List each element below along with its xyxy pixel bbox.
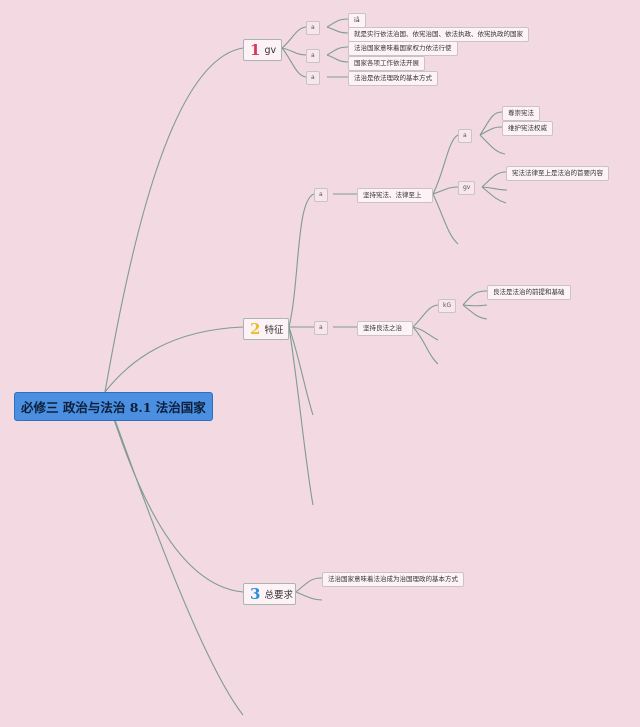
branch-1-label: gv: [264, 44, 277, 56]
b2-c1-g1-item-2[interactable]: 维护宪法权威: [502, 121, 553, 136]
edge-g2-e1: [481, 186, 508, 191]
branch-2-node[interactable]: 2 特征: [243, 318, 289, 340]
b1-c2-item-2[interactable]: 国家各项工作依法开展: [348, 56, 425, 71]
edge-t2-l1: [326, 46, 349, 56]
edge-root-b3: [104, 391, 244, 593]
b1-tag-3[interactable]: a: [306, 71, 320, 85]
edge-t1-l2: [326, 26, 349, 34]
edge-b2-t1: [288, 193, 315, 328]
b1-c2-item-1[interactable]: 法治国家意味着国家权力依法行使: [348, 41, 458, 56]
edge-t1-l1: [326, 18, 349, 28]
edge-kg-e1: [462, 304, 488, 307]
branch-3-node[interactable]: 3 总要求: [243, 583, 296, 605]
b2-c2-g1-item-1[interactable]: 良法是法治的前提和基础: [487, 285, 571, 300]
edge-lbl2-e1: [412, 326, 439, 341]
b2-c2-g1-tag[interactable]: kG: [438, 299, 457, 313]
b2-c1-label[interactable]: 坚持宪法、法律至上: [357, 188, 433, 203]
branch-1-number: 1: [250, 41, 261, 59]
edge-b1-t1: [281, 26, 307, 49]
b1-c3-item-1[interactable]: 法治是依法理政的基本方式: [348, 71, 438, 86]
b2-c2-label[interactable]: 坚持良法之治: [357, 321, 413, 336]
branch-2-number: 2: [250, 320, 261, 338]
edge-b2-e1: [288, 326, 314, 416]
branch-3-number: 3: [250, 585, 261, 603]
b1-c1-item-2[interactable]: 就是实行依法治国、依宪治国、依法执政、依宪执政的国家: [348, 27, 529, 42]
edge-b2-e2: [288, 326, 314, 506]
edge-root-b2: [104, 326, 244, 393]
edge-lbl2-g1: [412, 304, 439, 328]
edge-kg-e2: [462, 304, 488, 320]
edge-g2-i1: [481, 171, 507, 188]
edge-lbl2-e2: [412, 326, 439, 365]
branch-2-label: 特征: [264, 325, 284, 336]
b2-c1-g1-tag[interactable]: a: [458, 129, 472, 143]
edge-b1-t3: [281, 47, 307, 78]
branch-1-node[interactable]: 1 gv: [243, 39, 282, 61]
b1-c1-item-1[interactable]: iå: [348, 13, 366, 28]
edge-root-end: [104, 391, 244, 716]
edge-lbl1-g1: [432, 134, 459, 195]
edge-b3-i1: [295, 577, 323, 593]
b1-tag-2[interactable]: a: [306, 49, 320, 63]
edge-b1-t2: [281, 47, 307, 56]
b1-tag-1[interactable]: a: [306, 21, 320, 35]
root-node[interactable]: 必修三 政治与法治 8.1 法治国家: [14, 392, 213, 421]
edge-b3-e1: [295, 591, 323, 601]
b2-tag-2[interactable]: a: [314, 321, 328, 335]
edge-g1-e: [479, 134, 506, 155]
edge-g2-e2: [481, 186, 507, 204]
edge-lbl1-g2: [432, 186, 459, 195]
edge-g1-i1: [479, 111, 503, 136]
b2-c1-g2-tag[interactable]: gv: [458, 181, 476, 195]
b3-item-1[interactable]: 法治国家意味着法治成为治国理政的基本方式: [322, 572, 464, 587]
edge-g1-i2: [479, 126, 503, 136]
b2-c1-g1-item-1[interactable]: 尊崇宪法: [502, 106, 540, 121]
edge-root-b1: [104, 47, 244, 393]
b2-c1-g2-item-1[interactable]: 宪法法律至上是法治的首要内容: [506, 166, 609, 181]
b2-tag-1[interactable]: a: [314, 188, 328, 202]
edge-lbl1-e: [432, 193, 459, 245]
root-title: 必修三 政治与法治 8.1 法治国家: [21, 400, 206, 415]
edge-kg-i1: [462, 290, 488, 306]
edge-t2-l2: [326, 54, 349, 63]
branch-3-label: 总要求: [264, 590, 293, 601]
